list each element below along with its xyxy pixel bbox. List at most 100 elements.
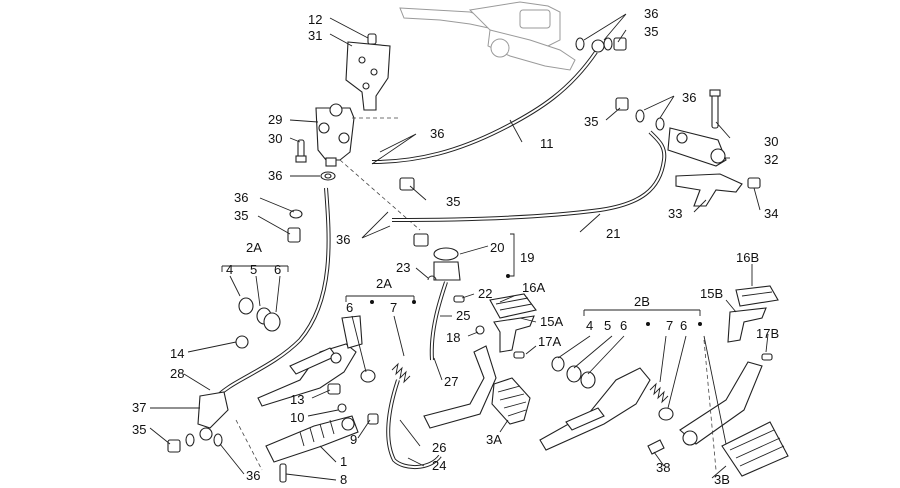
- washer-14: [235, 335, 249, 349]
- reservoir-20: [433, 247, 461, 281]
- bracket-15B: [727, 307, 767, 343]
- callout-28: 28: [170, 366, 184, 381]
- callout-7-center: 7: [390, 300, 397, 315]
- callout-16A: 16A: [522, 280, 545, 295]
- bolt-17A: [513, 351, 525, 359]
- callout-26: 26: [432, 440, 446, 455]
- fittings-35-36-bottom-left: [167, 433, 223, 453]
- bolt-17B: [761, 353, 773, 361]
- callout-19: 19: [520, 250, 534, 265]
- bracket-33: [675, 173, 743, 207]
- splitter-block-29: [315, 103, 355, 167]
- washers-36-35-left: [287, 209, 303, 243]
- callout-6-center: 6: [346, 300, 353, 315]
- callout-20: 20: [490, 240, 504, 255]
- callout-5-left: 5: [250, 262, 257, 277]
- bellows-3A: [491, 377, 531, 425]
- callout-3B: 3B: [714, 472, 730, 487]
- callout-10: 10: [290, 410, 304, 425]
- bolt-13: [327, 383, 341, 395]
- bracket-31: [345, 41, 391, 111]
- callout-4-right: 4: [586, 318, 593, 333]
- callout-14: 14: [170, 346, 184, 361]
- callout-2A-left: 2A: [246, 240, 262, 255]
- callout-35-center: 35: [446, 194, 460, 209]
- screw-22: [453, 295, 465, 303]
- callout-36-line11: 36: [430, 126, 444, 141]
- callout-37: 37: [132, 400, 146, 415]
- callout-1: 1: [340, 454, 347, 469]
- callout-12: 12: [308, 12, 322, 27]
- callout-17B: 17B: [756, 326, 779, 341]
- callout-17A: 17A: [538, 334, 561, 349]
- pedal-arm-center: [423, 345, 497, 429]
- brake-lever-right-assembly: [539, 367, 651, 451]
- washer-6-left: [360, 369, 376, 383]
- callout-4-left: 4: [226, 262, 233, 277]
- callout-labels: 12 31 36 35 29 30 36 36 11 36 35 30 32 3…: [132, 6, 779, 487]
- callout-2B: 2B: [634, 294, 650, 309]
- bolt-12: [367, 33, 377, 45]
- brake-line-21: [391, 130, 667, 222]
- pedal-pad-16B: [735, 285, 779, 307]
- group-2A-center-bracket: [345, 295, 416, 373]
- clamp-23: [427, 275, 437, 281]
- bracket-15A: [493, 315, 535, 353]
- clip-10: [337, 403, 347, 413]
- callout-36-block: 36: [268, 168, 282, 183]
- callout-36-hose: 36: [234, 190, 248, 205]
- washers-2B-right: [551, 356, 596, 389]
- pedal-arm-right: [679, 361, 763, 446]
- callout-8: 8: [340, 472, 347, 487]
- leader-lines: [149, 13, 769, 481]
- callout-5-right: 5: [604, 318, 611, 333]
- group-2B-bracket: [583, 309, 702, 326]
- hose-25: [429, 281, 448, 361]
- group-19-bracket: [506, 233, 515, 278]
- callout-18: 18: [446, 330, 460, 345]
- callout-30-right: 30: [764, 134, 778, 149]
- washer-36-left: [320, 171, 336, 181]
- callout-13: 13: [290, 392, 304, 407]
- callout-6-far-right: 6: [680, 318, 687, 333]
- callout-33: 33: [668, 206, 682, 221]
- bolt-34: [747, 177, 761, 189]
- callout-27: 27: [444, 374, 458, 389]
- callout-36-right: 36: [682, 90, 696, 105]
- callout-16B: 16B: [736, 250, 759, 265]
- callout-7-right: 7: [666, 318, 673, 333]
- callout-2A-center: 2A: [376, 276, 392, 291]
- pipe-26: [386, 379, 442, 469]
- callout-9: 9: [350, 432, 357, 447]
- spring-7-right: [649, 382, 669, 404]
- callout-15B: 15B: [700, 286, 723, 301]
- callout-31: 31: [308, 28, 322, 43]
- bolt-30-left: [295, 139, 307, 163]
- spring-7-left: [391, 362, 411, 384]
- callout-29: 29: [268, 112, 282, 127]
- master-cylinder-32: [667, 127, 727, 167]
- bolt-8: [279, 463, 287, 483]
- bellows-3B: [721, 421, 789, 477]
- callout-32: 32: [764, 152, 778, 167]
- fittings-36-35-top: [575, 37, 627, 51]
- callout-35-top: 35: [644, 24, 658, 39]
- callout-25: 25: [456, 308, 470, 323]
- bolt-30-right: [709, 89, 721, 129]
- group-2A-left-bracket: [221, 265, 289, 313]
- switch-38: [647, 439, 665, 455]
- brake-lever-left-assembly: [257, 315, 363, 407]
- callout-6-right: 6: [620, 318, 627, 333]
- washers-2A-left: [238, 297, 281, 332]
- callout-35-bottom: 35: [132, 422, 146, 437]
- callout-3A: 3A: [486, 432, 502, 447]
- callout-6-left: 6: [274, 262, 281, 277]
- fittings-35-center: [399, 177, 429, 247]
- callout-35-hose: 35: [234, 208, 248, 223]
- callout-21: 21: [606, 226, 620, 241]
- handlebar-master-cylinder-ghost: [399, 1, 576, 71]
- callout-23: 23: [396, 260, 410, 275]
- callout-36-line21: 36: [336, 232, 350, 247]
- washer-6-right: [658, 407, 674, 421]
